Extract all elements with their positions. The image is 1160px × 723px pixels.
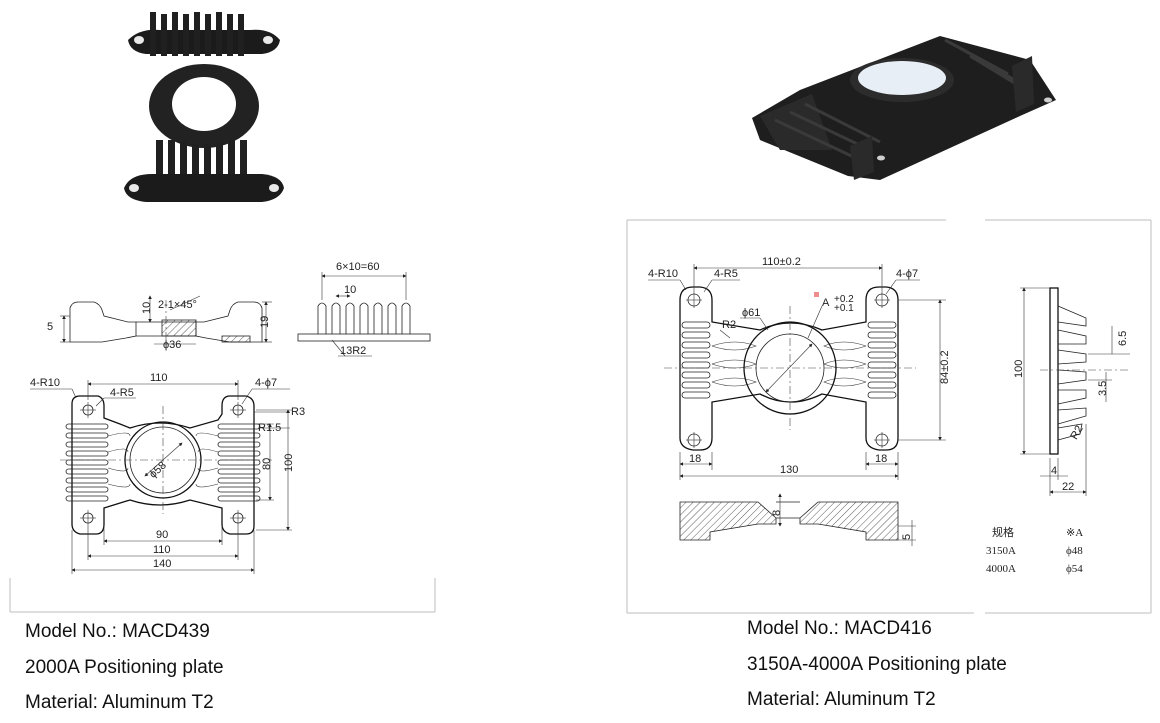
dim-left-plan-phi58: ϕ58 — [147, 459, 169, 480]
left-description: 2000A Positioning plate — [25, 657, 224, 678]
dim-left-plan-140: 140 — [153, 558, 171, 570]
dim-left-plan-r15: R1.5 — [258, 422, 281, 434]
dim-left-side-10: 10 — [141, 302, 153, 314]
right-plan-view — [648, 264, 946, 480]
left-plan-view — [30, 380, 292, 574]
dim-left-plan-110-bottom: 110 — [153, 544, 171, 556]
dim-left-plan-4phi7: 4-ϕ7 — [255, 377, 277, 389]
dim-right-section-5: 5 — [901, 534, 913, 540]
dim-left-plan-100: 100 — [283, 454, 295, 472]
left-fin-view — [297, 272, 431, 357]
dim-right-plan-4phi7: 4-ϕ7 — [896, 268, 918, 280]
dim-right-plan-84: 84±0.2 — [939, 350, 951, 384]
spec-row-2-value: ϕ54 — [1066, 563, 1083, 575]
spec-header-a: ※A — [1066, 527, 1083, 539]
dim-right-side-22: 22 — [1062, 481, 1074, 493]
left-product-photo — [124, 12, 284, 202]
dim-left-side-5: 5 — [47, 321, 53, 333]
dim-left-side-chamfer: 2-1×45° — [158, 299, 197, 311]
left-material: Material: Aluminum T2 — [25, 692, 214, 713]
spec-table: 规格 ※A 3150A ϕ48 4000A ϕ54 — [986, 525, 1083, 575]
dim-right-plan-r2: R2 — [722, 319, 736, 331]
left-drawing-frame — [9, 578, 436, 613]
dim-left-plan-4r10: 4-R10 — [30, 377, 60, 389]
dim-right-plan-18-right: 18 — [875, 453, 887, 465]
dim-left-plan-110-top: 110 — [150, 372, 168, 384]
dim-left-plan-r3: R3 — [291, 406, 305, 418]
dim-right-plan-a: A — [822, 297, 830, 309]
spec-header-spec: 规格 — [992, 525, 1014, 539]
dim-left-side-phi36: ϕ36 — [163, 339, 181, 351]
spec-row-2-model: 4000A — [986, 563, 1016, 575]
dim-right-plan-phi61: ϕ61 — [742, 307, 760, 319]
right-model-number: Model No.: MACD416 — [747, 618, 932, 639]
left-side-view — [60, 295, 272, 350]
dim-right-side-100: 100 — [1013, 360, 1025, 378]
dim-right-plan-4r5: 4-R5 — [714, 268, 738, 280]
dim-right-side-r2: R2 — [1068, 424, 1085, 442]
right-section-view — [679, 493, 916, 546]
dim-right-plan-110: 110±0.2 — [762, 256, 801, 268]
dim-right-side-4: 4 — [1051, 465, 1057, 477]
dim-left-fin-10: 10 — [344, 284, 356, 296]
dim-left-fin-r2: 13R2 — [340, 345, 366, 357]
dim-left-plan-90: 90 — [156, 529, 168, 541]
dim-left-fin-pitch: 6×10=60 — [336, 261, 379, 273]
right-drawing-frame — [626, 219, 1152, 614]
dim-right-side-35: 3.5 — [1097, 381, 1109, 396]
dim-right-plan-18-left: 18 — [689, 453, 701, 465]
right-side-view — [1020, 287, 1130, 496]
right-description: 3150A-4000A Positioning plate — [747, 654, 1007, 675]
spec-row-1-model: 3150A — [986, 545, 1016, 557]
dim-right-side-65: 6.5 — [1117, 331, 1129, 346]
dim-left-plan-80: 80 — [261, 458, 273, 470]
dim-right-plan-tol-minus: +0.1 — [834, 303, 854, 314]
dim-right-plan-4r10: 4-R10 — [648, 268, 678, 280]
dim-right-plan-130: 130 — [780, 464, 798, 476]
dim-left-plan-4r5: 4-R5 — [110, 387, 134, 399]
right-product-photo — [752, 36, 1056, 180]
spec-row-1-value: ϕ48 — [1066, 545, 1083, 557]
dim-left-side-19: 19 — [259, 316, 271, 328]
right-material: Material: Aluminum T2 — [747, 689, 936, 710]
dim-right-plan-tol-plus: +0.2 — [834, 294, 854, 305]
dim-right-section-8: 8 — [771, 510, 783, 516]
left-model-number: Model No.: MACD439 — [25, 621, 210, 642]
